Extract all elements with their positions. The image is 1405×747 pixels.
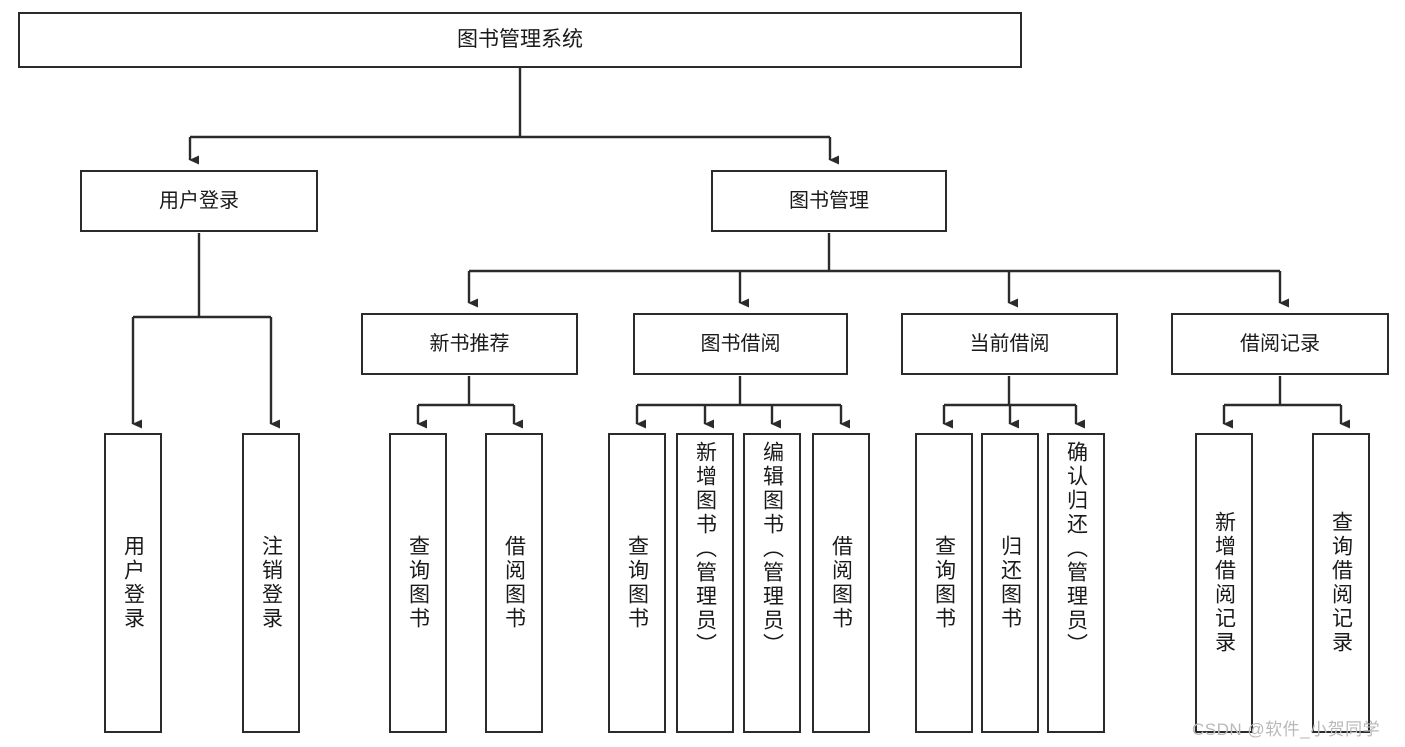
- node-label: 用户登录: [159, 189, 239, 212]
- node-label: 借阅图书: [502, 535, 526, 631]
- node-leaf-current-borrow-return[interactable]: 归还图书: [981, 433, 1039, 733]
- node-leaf-current-borrow-confirm-return[interactable]: 确认归还（管理员）: [1047, 433, 1105, 733]
- node-label: 查询图书: [625, 535, 649, 631]
- node-leaf-book-borrow-edit[interactable]: 编辑图书（管理员）: [743, 433, 801, 733]
- node-leaf-user-login-login[interactable]: 用户登录: [104, 433, 162, 733]
- node-label: 图书管理: [789, 189, 869, 212]
- node-leaf-borrow-records-add[interactable]: 新增借阅记录: [1195, 433, 1253, 733]
- node-label: 查询图书: [932, 535, 956, 631]
- node-label: 归还图书: [998, 535, 1022, 631]
- node-current-borrow[interactable]: 当前借阅: [901, 313, 1118, 375]
- node-label: 借阅图书: [829, 535, 853, 631]
- node-user-login[interactable]: 用户登录: [80, 170, 318, 232]
- node-leaf-new-book-query[interactable]: 查询图书: [389, 433, 447, 733]
- node-label: 查询图书: [406, 535, 430, 631]
- node-label: 图书借阅: [700, 332, 781, 355]
- node-book-borrow[interactable]: 图书借阅: [633, 313, 848, 375]
- node-label: 图书管理系统: [457, 28, 583, 52]
- node-root-book-management-system[interactable]: 图书管理系统: [18, 12, 1022, 68]
- node-label: 注销登录: [259, 535, 283, 631]
- node-label: 新增借阅记录: [1212, 511, 1236, 655]
- node-label: 查询借阅记录: [1329, 511, 1353, 655]
- node-book-management[interactable]: 图书管理: [711, 170, 947, 232]
- node-label: 新书推荐: [429, 332, 510, 355]
- node-label: 确认归还（管理员）: [1064, 441, 1088, 657]
- node-leaf-book-borrow-add[interactable]: 新增图书（管理员）: [676, 433, 734, 733]
- node-borrow-records[interactable]: 借阅记录: [1171, 313, 1389, 375]
- node-leaf-borrow-records-query[interactable]: 查询借阅记录: [1312, 433, 1370, 733]
- node-label: 编辑图书（管理员）: [760, 441, 784, 657]
- node-leaf-new-book-borrow[interactable]: 借阅图书: [485, 433, 543, 733]
- node-label: 借阅记录: [1240, 332, 1320, 355]
- node-label: 新增图书（管理员）: [693, 441, 717, 657]
- node-leaf-current-borrow-query[interactable]: 查询图书: [915, 433, 973, 733]
- node-leaf-book-borrow-query[interactable]: 查询图书: [608, 433, 666, 733]
- node-label: 当前借阅: [969, 332, 1050, 355]
- csdn-watermark: CSDN @软件_小贺同学: [1192, 720, 1381, 739]
- node-leaf-book-borrow-borrow[interactable]: 借阅图书: [812, 433, 870, 733]
- node-leaf-user-login-logout[interactable]: 注销登录: [242, 433, 300, 733]
- node-label: 用户登录: [121, 535, 145, 631]
- node-new-book-recommend[interactable]: 新书推荐: [361, 313, 578, 375]
